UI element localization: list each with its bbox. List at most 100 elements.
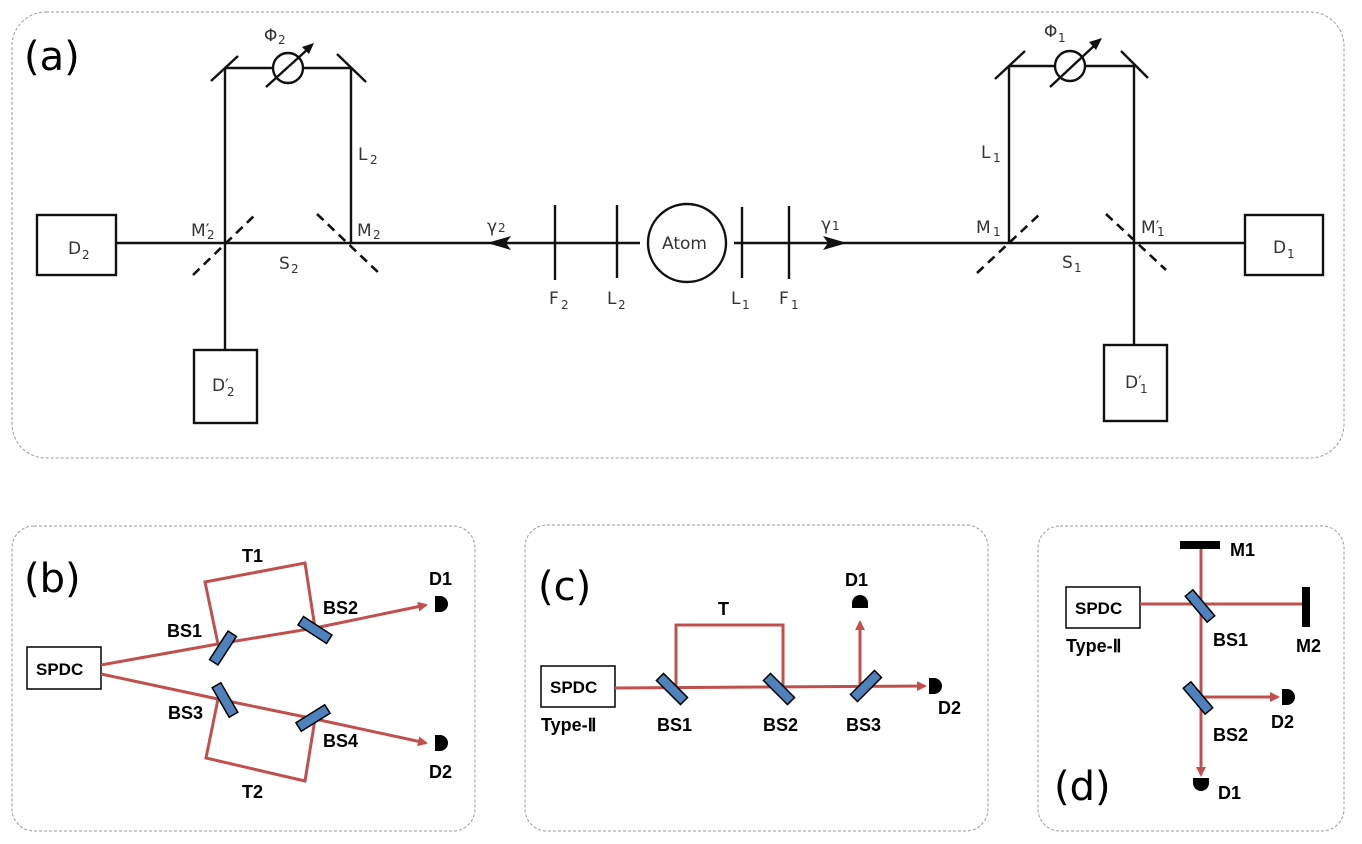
beam-upper-to-d1 <box>314 601 428 630</box>
m2-prime-label: M′ 2 <box>191 221 215 242</box>
mirror-m2 <box>1302 587 1310 627</box>
atom-label: Atom <box>662 234 707 254</box>
lens-2-label: L 2 <box>607 289 626 312</box>
right-corner-mirror-2 <box>1120 50 1149 79</box>
gamma2-arrow-icon <box>487 236 511 250</box>
svg-text:1: 1 <box>1157 225 1165 239</box>
m1-label: M 1 <box>976 218 1001 239</box>
beam-splitter-m1-prime <box>1105 213 1167 271</box>
gamma1-arrow-icon <box>823 236 847 250</box>
label-d1: D1 <box>845 570 868 590</box>
beam-splitter-bs2 <box>296 615 334 645</box>
phase-shifter-2-arrow-icon <box>302 43 314 54</box>
gamma1-label: γ 1 <box>821 215 840 235</box>
label-t2: T2 <box>242 782 263 802</box>
detector-d2-icon <box>435 735 448 751</box>
svg-text:2: 2 <box>278 33 286 47</box>
beam-splitter-bs1 <box>1184 588 1216 624</box>
panel-d-letter: (d) <box>1054 764 1111 810</box>
svg-text:Φ: Φ <box>264 26 277 46</box>
detector-d2-prime-label: D′ 2 <box>212 376 235 399</box>
panel-a-frame <box>11 11 1345 459</box>
beam-upper-main <box>100 626 316 667</box>
svg-text:2: 2 <box>498 221 506 235</box>
svg-text:2: 2 <box>561 298 569 312</box>
panel-c: (c) SPDC Type-Ⅱ T BS1 BS2 BS3 D1 D2 <box>524 524 989 832</box>
lens-1-label: L 1 <box>731 289 750 312</box>
detector-d1-box <box>1243 213 1325 277</box>
svg-text:1: 1 <box>993 151 1001 165</box>
phase-2-label: Φ 2 <box>264 26 286 47</box>
detector-d2-box <box>35 213 118 277</box>
svg-text:F: F <box>779 289 789 309</box>
phase-1-label: Φ 1 <box>1044 22 1066 45</box>
mirror-m1 <box>1180 541 1220 549</box>
svg-text:1: 1 <box>791 298 799 312</box>
label-d2: D2 <box>938 698 961 718</box>
label-d1: D1 <box>429 569 452 589</box>
svg-text:L: L <box>981 143 991 163</box>
detector-d2-prime-box <box>192 348 259 425</box>
panel-c-letter: (c) <box>538 564 591 610</box>
left-corner-mirror-2 <box>336 53 367 83</box>
phase-shifter-1-stem <box>1049 44 1096 88</box>
panel-b: (b) SPDC T1 T2 BS1 BS2 BS3 BS4 D1 D2 <box>11 525 476 832</box>
label-t: T <box>718 599 729 619</box>
filter-2-label: F 2 <box>549 289 569 312</box>
svg-text:M: M <box>357 221 372 241</box>
svg-text:2: 2 <box>291 262 299 276</box>
atom-circle <box>646 202 728 284</box>
label-bs2: BS2 <box>1213 725 1248 745</box>
detector-d2-label: D 2 <box>68 239 90 262</box>
label-bs3: BS3 <box>846 715 881 735</box>
spdc-source-label: SPDC <box>550 678 597 697</box>
label-m2: M2 <box>1296 636 1321 656</box>
label-bs3: BS3 <box>168 703 203 723</box>
label-bs4: BS4 <box>323 731 358 751</box>
svg-text:S: S <box>1062 253 1073 273</box>
panel-a: (a) Atom F 2 L 2 L 1 F 1 γ <box>11 11 1345 459</box>
svg-text:1: 1 <box>832 219 840 233</box>
path-s1-label: S 1 <box>1062 253 1082 275</box>
panel-d-frame <box>1037 525 1345 832</box>
filter-1-label: F 1 <box>779 289 799 312</box>
path-s2-label: S 2 <box>279 254 299 276</box>
panel-a-letter: (a) <box>24 34 80 80</box>
detector-d1-label: D 1 <box>1273 238 1295 261</box>
detector-d1-prime-label: D′ 1 <box>1125 373 1148 396</box>
detector-d2-icon <box>929 678 942 694</box>
svg-text:D: D <box>68 239 81 259</box>
spdc-source-box <box>1065 586 1141 629</box>
beam-splitter-bs2 <box>762 672 796 706</box>
panel-b-letter: (b) <box>24 556 81 602</box>
svg-text:D′: D′ <box>212 376 229 396</box>
right-corner-mirror-1 <box>994 50 1026 80</box>
label-bs1: BS1 <box>1213 630 1248 650</box>
label-m1: M1 <box>1230 540 1255 560</box>
svg-text:2: 2 <box>227 385 235 399</box>
path-l2-label: L 2 <box>358 145 378 167</box>
svg-text:2: 2 <box>370 153 378 167</box>
svg-text:2: 2 <box>618 298 626 312</box>
phase-shifter-2-stem <box>265 48 309 88</box>
left-corner-mirror-1 <box>210 55 239 82</box>
detector-d1-prime-box <box>1102 343 1169 423</box>
m1-prime-label: M′ 1 <box>1141 218 1165 239</box>
detector-d1-icon <box>435 596 448 612</box>
label-bs2: BS2 <box>323 598 358 618</box>
svg-text:1: 1 <box>993 225 1001 239</box>
svg-text:Φ: Φ <box>1044 22 1057 42</box>
detector-d2-icon <box>1282 689 1295 705</box>
panel-b-frame <box>11 525 476 832</box>
svg-text:γ: γ <box>487 217 497 237</box>
svg-text:1: 1 <box>1140 382 1148 396</box>
label-d2: D2 <box>429 762 452 782</box>
spdc-source-label: SPDC <box>1075 599 1122 618</box>
svg-text:M: M <box>976 218 991 238</box>
svg-text:F: F <box>549 289 559 309</box>
label-bs1: BS1 <box>167 621 202 641</box>
phase-shifter-1-arrow-icon <box>1089 38 1102 50</box>
delay-loop-t1 <box>203 561 317 645</box>
label-bs1: BS1 <box>657 715 692 735</box>
